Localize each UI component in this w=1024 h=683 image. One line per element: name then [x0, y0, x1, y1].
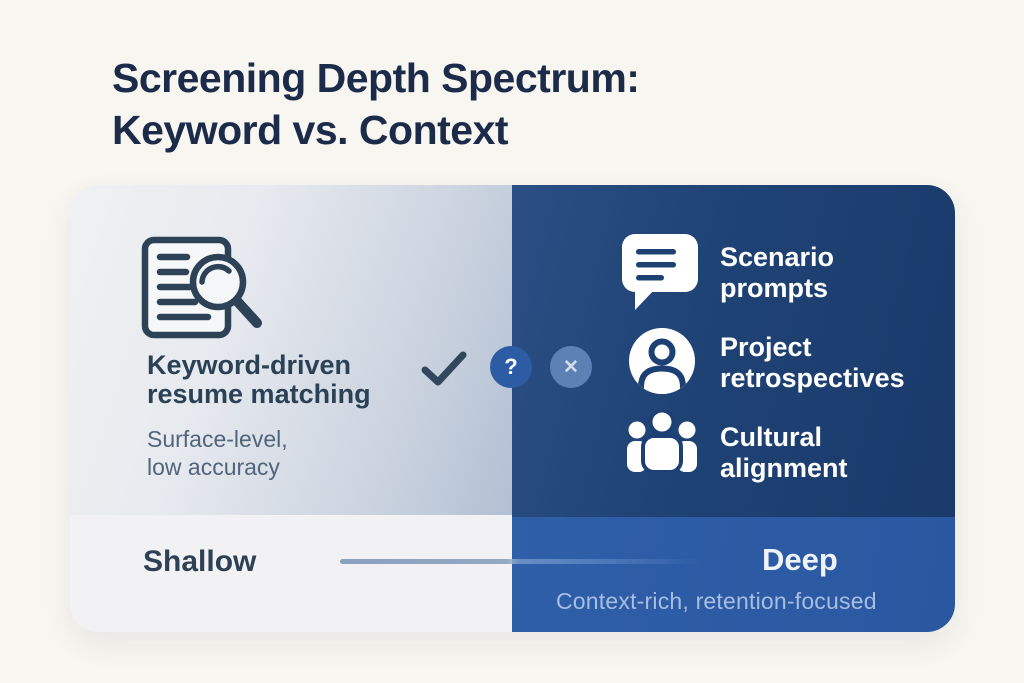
- keyword-subtext: Surface-level, low accuracy: [147, 425, 288, 481]
- item-label-line2: prompts: [720, 273, 828, 303]
- spectrum-line: [340, 559, 702, 564]
- deep-strip: [512, 517, 955, 632]
- page-title-line2: Keyword vs. Context: [112, 107, 509, 153]
- item-label-line2: alignment: [720, 453, 848, 483]
- question-badge: ?: [490, 346, 532, 388]
- group-icon: [627, 410, 697, 472]
- context-item-project-retrospectives: Project retrospectives: [720, 332, 905, 394]
- shallow-label: Shallow: [143, 545, 257, 578]
- keyword-heading: Keyword-driven resume matching: [147, 351, 371, 409]
- chat-bubble-icon: [622, 234, 698, 310]
- item-label-line1: Cultural: [720, 422, 823, 452]
- keyword-heading-line2: resume matching: [147, 379, 371, 409]
- cross-icon: ✕: [563, 356, 579, 378]
- person-icon: [629, 328, 695, 394]
- item-label-line1: Scenario: [720, 242, 835, 272]
- keyword-subtext-line2: low accuracy: [147, 454, 280, 480]
- cross-badge: ✕: [550, 346, 592, 388]
- item-label-line1: Project: [720, 332, 812, 362]
- deep-label: Deep: [762, 542, 838, 577]
- checkmark-icon: [421, 351, 467, 386]
- page-title: Screening Depth Spectrum: Keyword vs. Co…: [112, 52, 640, 156]
- shallow-strip: [70, 515, 512, 632]
- comparison-card: Keyword-driven resume matching Surface-l…: [70, 185, 955, 632]
- context-item-cultural-alignment: Cultural alignment: [720, 422, 848, 484]
- keyword-subtext-line1: Surface-level,: [147, 426, 288, 452]
- context-item-scenario-prompts: Scenario prompts: [720, 242, 834, 304]
- context-panel: [512, 185, 955, 517]
- document-magnifier-icon: [141, 236, 262, 339]
- item-label-line2: retrospectives: [720, 363, 905, 393]
- keyword-heading-line1: Keyword-driven: [147, 350, 352, 380]
- question-mark: ?: [504, 354, 518, 379]
- deep-sublabel: Context-rich, retention-focused: [556, 588, 877, 614]
- page-title-line1: Screening Depth Spectrum:: [112, 55, 640, 101]
- keyword-panel: [70, 185, 512, 515]
